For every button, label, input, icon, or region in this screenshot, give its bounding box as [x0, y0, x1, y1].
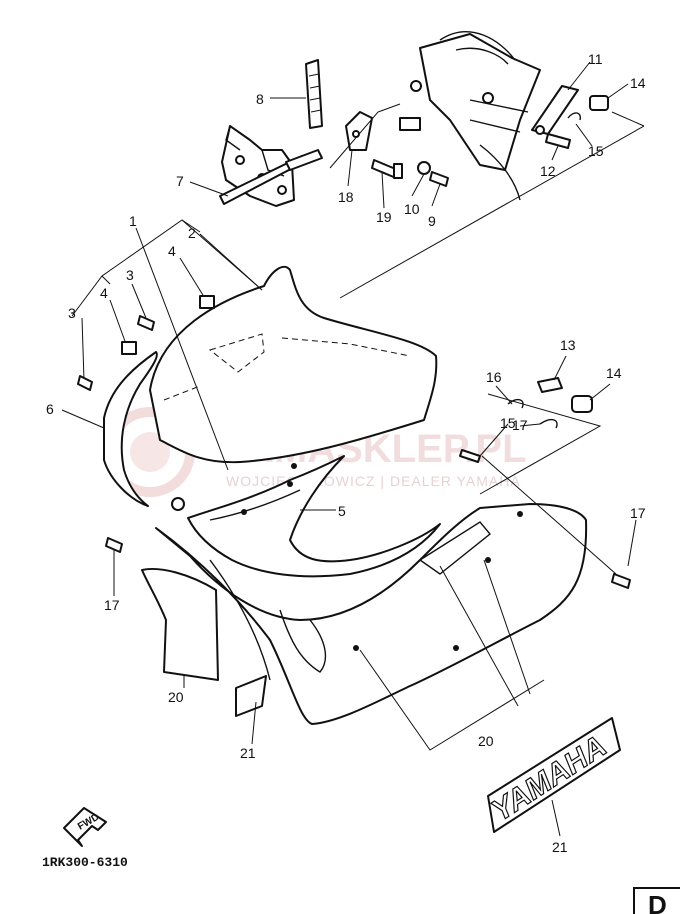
callout-3-upper: 3: [126, 267, 134, 283]
emblem-text: YAMAHA: [486, 730, 613, 828]
callout-21-right: 21: [552, 839, 568, 855]
fwd-arrow: FWD: [63, 807, 107, 847]
callout-15-lower: 15: [500, 415, 516, 431]
callout-19: 19: [376, 209, 392, 225]
callout-2: 2: [188, 225, 196, 241]
callout-5: 5: [338, 503, 346, 519]
callout-18: 18: [338, 189, 354, 205]
yamaha-emblem-21: YAMAHA: [485, 717, 621, 833]
callout-4-upper: 4: [168, 243, 176, 259]
corner-mark: D: [633, 887, 680, 914]
bracket-18: [345, 111, 373, 151]
callout-20-left: 20: [168, 689, 184, 705]
corner-mark-text: D: [648, 890, 667, 914]
callout-10: 10: [404, 201, 420, 217]
callout-14-upper: 14: [630, 75, 646, 91]
bracket-7: [219, 125, 323, 207]
callout-16: 16: [486, 369, 502, 385]
figure-code: 1RK300-6310: [42, 855, 128, 870]
callout-labels: 1 2 3 3 4 4 5 6 7 8 9 10 11 12 13 14 14 …: [46, 51, 646, 855]
callout-17-mid: 17: [512, 417, 528, 433]
frame-head-section: [399, 31, 541, 201]
callout-1: 1: [129, 213, 137, 229]
parts-upper-right: [531, 85, 609, 149]
callout-4-lower: 4: [100, 285, 108, 301]
decal-20-left: [141, 568, 267, 717]
lower-cowling: [155, 503, 588, 725]
fasteners-upper: [371, 159, 449, 187]
callout-3-lower: 3: [68, 305, 76, 321]
callout-17-right: 17: [630, 505, 646, 521]
callout-6: 6: [46, 401, 54, 417]
windscreen-2: [149, 265, 438, 469]
callout-11: 11: [588, 51, 603, 67]
callout-15-upper: 15: [588, 143, 604, 159]
side-trim-6: [103, 351, 158, 507]
callout-14-lower: 14: [606, 365, 622, 381]
callout-7: 7: [176, 173, 184, 189]
callout-9: 9: [428, 213, 436, 229]
callout-17-left: 17: [104, 597, 120, 613]
fasteners: [77, 295, 631, 589]
watermark-tagline: WOJCIECH KOWICZ | DEALER YAMAHA: [226, 473, 521, 489]
callout-8: 8: [256, 91, 264, 107]
inner-panel-5: [187, 455, 441, 578]
callout-12: 12: [540, 163, 556, 179]
callout-13: 13: [560, 337, 576, 353]
leader-lines: [61, 61, 645, 837]
callout-21-left: 21: [240, 745, 256, 761]
callout-20-right: 20: [478, 733, 494, 749]
strap-8: [305, 59, 323, 129]
